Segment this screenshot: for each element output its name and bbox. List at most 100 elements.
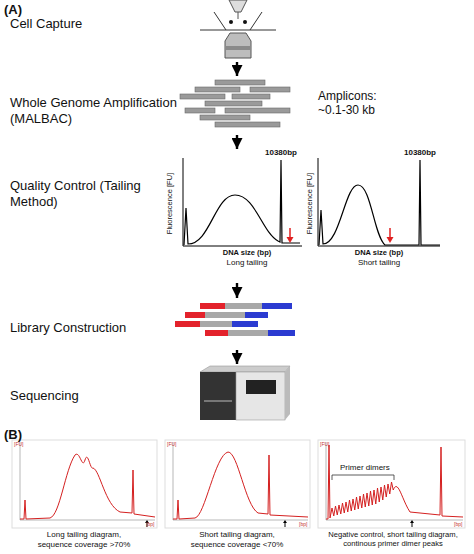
size-note: Amplicons: ~0.1-30 kb: [318, 89, 390, 118]
cell-dot: [243, 20, 247, 24]
adapter-red: [200, 303, 225, 309]
slide-line: [200, 30, 276, 31]
axis-title: Fluorescence [FU]: [305, 158, 314, 248]
adapter-blue: [268, 330, 295, 336]
chart-caption: Short tailing: [324, 258, 434, 268]
amplicon-bar: [200, 115, 250, 120]
annotation: Primer dimers: [340, 463, 390, 473]
marker-arrowhead: [283, 520, 287, 523]
electropherogram-trace: [20, 454, 155, 519]
process-step: Library Construction: [8, 298, 466, 350]
step-label: Library Construction: [10, 320, 185, 336]
chart-axes: [318, 158, 440, 246]
amplicon-bar: [250, 87, 290, 92]
amplicon-bar: [215, 122, 280, 127]
sequencer-machine: [200, 366, 290, 420]
step-label: Quality Control (Tailing Method): [10, 178, 160, 209]
axis-unit: [FU]: [14, 441, 23, 447]
adapter-red: [185, 312, 205, 318]
electropherogram-trace: [184, 160, 300, 245]
dish-wall: [250, 12, 262, 30]
primer-dimer-bracket: [332, 475, 394, 480]
plot-axes: [173, 442, 308, 520]
step-text-group: Quality Control (Tailing Method): [10, 178, 160, 209]
plot-caption: Negative control, short tailing diagram,…: [314, 530, 472, 548]
sequencer-light-panel: [236, 372, 285, 420]
plot-caption: Short tailing diagram, sequence coverage…: [183, 530, 291, 549]
axis-unit: [bp]: [146, 521, 154, 527]
adapter-red: [175, 321, 200, 327]
amplicon-bar: [195, 87, 240, 92]
sequencer-screen: [246, 380, 276, 394]
amplicon-bar: [180, 94, 225, 99]
cell-dot: [229, 20, 233, 24]
chart-caption: Long tailing: [192, 258, 302, 268]
axis-unit: [FU]: [167, 441, 176, 447]
sequencer-side: [285, 366, 290, 420]
amplicon-bar: [185, 108, 215, 113]
microscope-objective: [225, 33, 251, 58]
micropipette: [229, 0, 247, 12]
amplicon-bar: [232, 94, 270, 99]
insert-gray: [200, 321, 232, 327]
step-label: Sequencing: [10, 388, 185, 404]
process-step: Whole Genome Amplification (MALBAC): [8, 76, 466, 135]
axis-unit: [FU]: [320, 441, 329, 447]
panel-letter: (B): [4, 427, 22, 443]
sequencer-top: [200, 366, 290, 372]
marker-size: 10380bp: [395, 148, 445, 158]
flow-arrow: [236, 62, 238, 76]
amplicon-bars: [180, 80, 290, 127]
adapter-blue: [262, 303, 292, 309]
axis-unit: [bp]: [454, 521, 462, 527]
axis-title: Fluorescence [FU]: [165, 158, 174, 248]
amplicon-bar: [205, 101, 262, 106]
tail-arrow: [389, 228, 391, 238]
electropherogram-trace: [173, 452, 308, 519]
step-text-group: Whole Genome Amplification (MALBAC): [10, 95, 185, 126]
axis-title: DNA size (bp): [324, 248, 434, 257]
library-fragments: [175, 303, 295, 336]
process-step: Sequencing: [8, 364, 466, 425]
plot-axes: [20, 442, 155, 520]
axis-title: DNA size (bp): [192, 248, 302, 257]
flow-arrow: [236, 283, 238, 298]
chart-axes: [183, 158, 302, 246]
adapter-red: [205, 330, 228, 336]
amplicon-bar: [225, 108, 290, 113]
flow-arrow: [236, 350, 238, 364]
amplicon-bar: [215, 80, 265, 85]
plot-frame: [12, 440, 157, 528]
adapter-blue: [245, 312, 268, 318]
sequencer-slot: [204, 400, 232, 402]
insert-gray: [228, 330, 268, 336]
electropherogram-trace: [319, 160, 440, 245]
electropherogram-trace: [326, 445, 463, 519]
marker-arrowhead: [410, 520, 414, 523]
plot-frame: [318, 440, 465, 528]
panel-letter: (A): [4, 2, 22, 18]
process-step: Cell Capture: [8, 0, 466, 62]
step-text-group: Cell Capture: [10, 16, 185, 32]
step-text-group: Library Construction: [10, 320, 185, 336]
plot-frame: [165, 440, 310, 528]
insert-gray: [225, 303, 262, 309]
step-label: Whole Genome Amplification (MALBAC): [10, 95, 185, 126]
pipette-tip: [238, 12, 239, 19]
dish-wall: [214, 12, 226, 30]
tail-arrowhead: [287, 237, 294, 243]
tail-arrowhead: [387, 237, 394, 243]
adapter-blue: [232, 321, 258, 327]
flow-arrow: [236, 135, 238, 149]
step-text-group: Sequencing: [10, 388, 185, 404]
insert-gray: [205, 312, 245, 318]
marker-size: 10380bp: [256, 148, 306, 158]
plot-axes: [326, 442, 463, 520]
tail-arrow: [289, 228, 291, 238]
step-label: Cell Capture: [10, 16, 185, 32]
plot-caption: Long tailing diagram, sequence coverage …: [30, 530, 138, 549]
sequencer-dark-panel: [200, 372, 236, 420]
